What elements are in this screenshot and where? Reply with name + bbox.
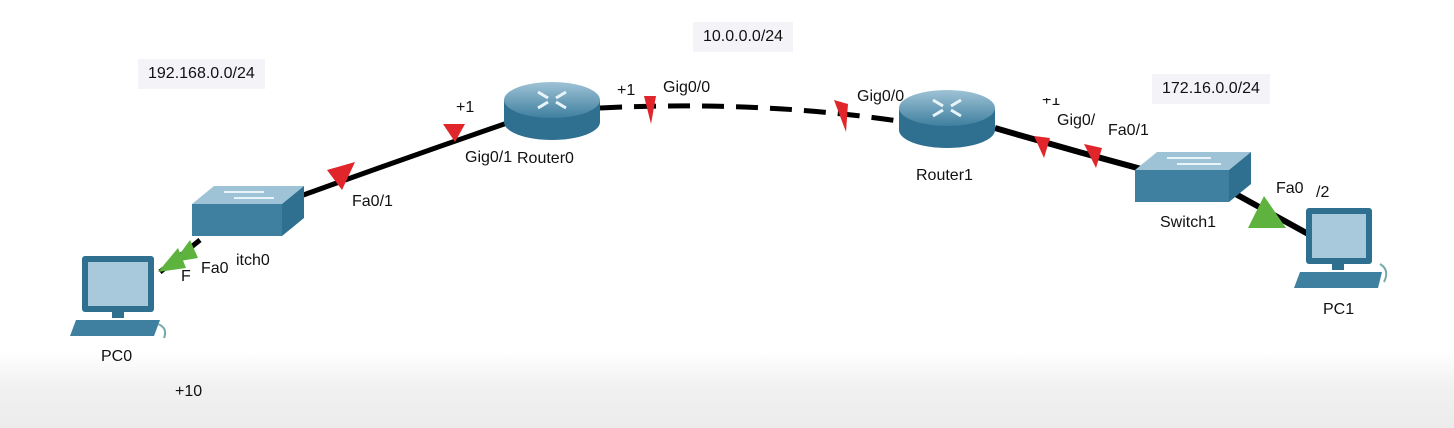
router-icon — [899, 90, 995, 148]
port-label-switch0-fa01: Fa0/1 — [352, 193, 393, 210]
link-router1-switch1[interactable] — [994, 125, 1146, 173]
switch1-label: Switch1 — [1160, 214, 1217, 231]
plus-indicator: +1 — [617, 82, 636, 99]
link-down-indicator — [327, 162, 355, 190]
port-label-router1-gig01: Gig0/ — [1057, 112, 1096, 129]
pc-icon — [70, 256, 167, 339]
port-label-router0-gig01: Gig0/1 — [465, 149, 513, 166]
switch-icon — [192, 186, 304, 236]
port-label-router1-gig00: Gig0/0 — [857, 88, 905, 105]
port-label-switch0-fa0: Fa0 — [201, 260, 229, 277]
switch0-device[interactable] — [190, 184, 306, 242]
router1-device[interactable] — [897, 86, 997, 150]
link-switch0-router0[interactable] — [294, 119, 511, 201]
port-label-router0-gig00: Gig0/0 — [663, 79, 711, 96]
router1-label: Router1 — [916, 167, 973, 184]
pc0-device[interactable] — [70, 254, 174, 340]
link-down-indicator — [644, 96, 656, 124]
switch-icon — [1135, 152, 1251, 202]
port-label-pc1-suffix: /2 — [1316, 184, 1330, 201]
link-down-indicator — [834, 100, 848, 132]
switch1-device[interactable] — [1133, 150, 1253, 208]
link-up-indicator — [174, 240, 198, 262]
link-down-indicator — [443, 124, 465, 142]
pc1-label: PC1 — [1323, 301, 1355, 318]
pc0-label: PC0 — [101, 348, 133, 365]
router0-device[interactable] — [502, 78, 602, 142]
router0-label: Router0 — [517, 150, 574, 167]
port-label-switch1-fa0: Fa0 — [1276, 180, 1304, 197]
link-down-indicator — [1034, 136, 1050, 158]
network-label-192-168: 192.168.0.0/24 — [138, 59, 265, 89]
canvas-footer-band — [0, 352, 1454, 428]
plus-indicator: +1 — [456, 99, 475, 116]
switch0-label: itch0 — [236, 252, 270, 269]
plus-indicator: +1 — [1042, 92, 1061, 109]
link-router0-router1-serial[interactable] — [599, 103, 906, 125]
port-label-pc0-f: F — [181, 268, 191, 285]
link-up-indicator — [158, 248, 186, 272]
pc-icon — [1294, 208, 1388, 288]
link-down-indicator — [1084, 144, 1102, 168]
network-label-172-16: 172.16.0.0/24 — [1152, 74, 1270, 104]
port-label-switch1-fa01: Fa0/1 — [1108, 122, 1149, 139]
router-icon — [504, 82, 600, 140]
plus-indicator: +10 — [175, 383, 203, 400]
network-label-10-0: 10.0.0.0/24 — [693, 22, 794, 52]
pc1-device[interactable] — [1294, 206, 1398, 292]
link-up-indicator — [1248, 196, 1286, 228]
